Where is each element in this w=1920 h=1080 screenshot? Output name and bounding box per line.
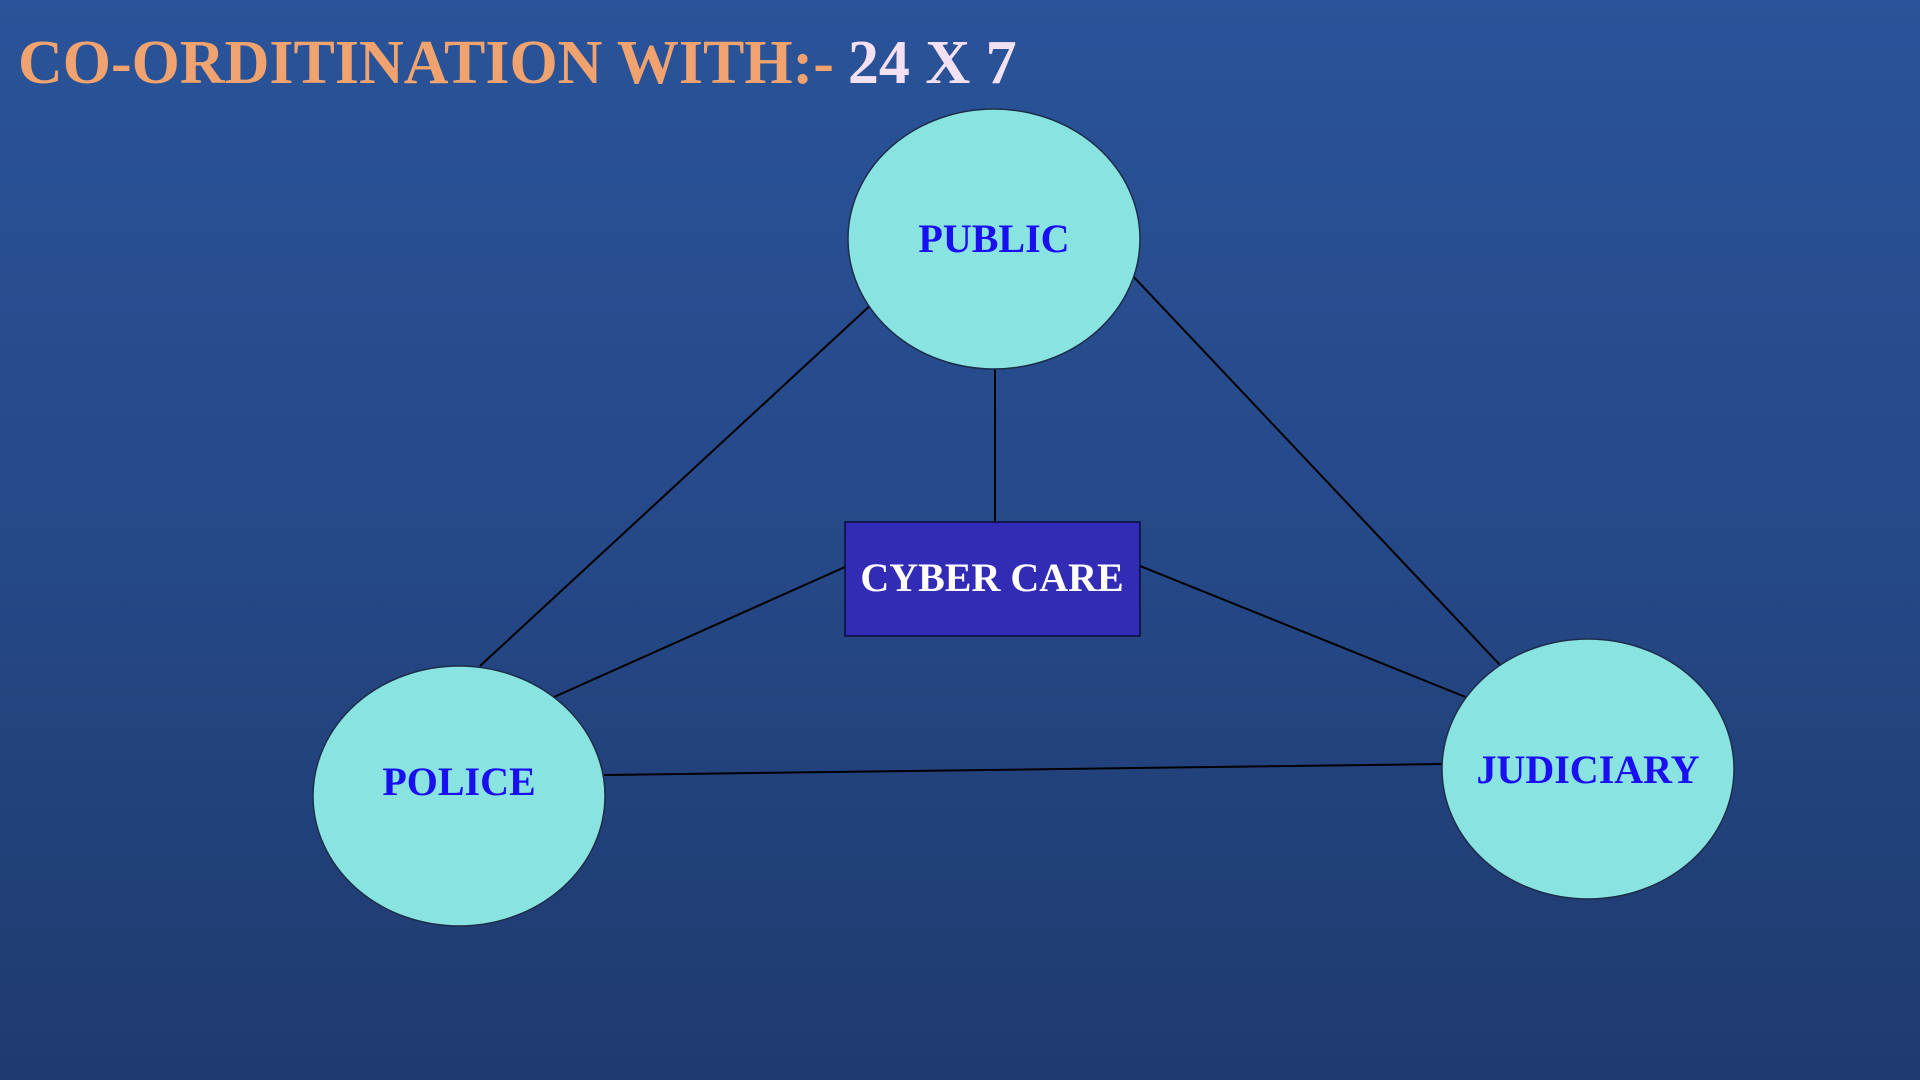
line-police-judiciary: [603, 763, 1444, 776]
node-public-shape: [847, 108, 1141, 370]
line-public-police: [479, 301, 875, 667]
connector-lines: [479, 273, 1501, 776]
line-center-judiciary: [1139, 565, 1469, 699]
node-judiciary-label: JUDICIARY: [1476, 747, 1699, 792]
node-public: PUBLIC: [847, 108, 1141, 370]
center-node-label: CYBER CARE: [860, 555, 1123, 600]
title-accent: 24 X 7: [847, 29, 1017, 97]
center-node-box: [844, 521, 1141, 637]
line-center-police: [553, 566, 846, 698]
node-judiciary-shape: [1441, 638, 1735, 900]
node-police-label: POLICE: [382, 759, 535, 804]
title-main: CO-ORDITINATION WITH:-: [18, 29, 834, 97]
slide-title: CO-ORDITINATION WITH:-24 X 7: [18, 28, 1017, 99]
node-judiciary: JUDICIARY: [1441, 638, 1735, 900]
line-public-judiciary: [1130, 273, 1501, 666]
node-public-label: PUBLIC: [918, 216, 1069, 261]
node-police: POLICE: [312, 665, 606, 927]
node-police-shape: [312, 665, 606, 927]
center-node: CYBER CARE: [844, 521, 1141, 637]
